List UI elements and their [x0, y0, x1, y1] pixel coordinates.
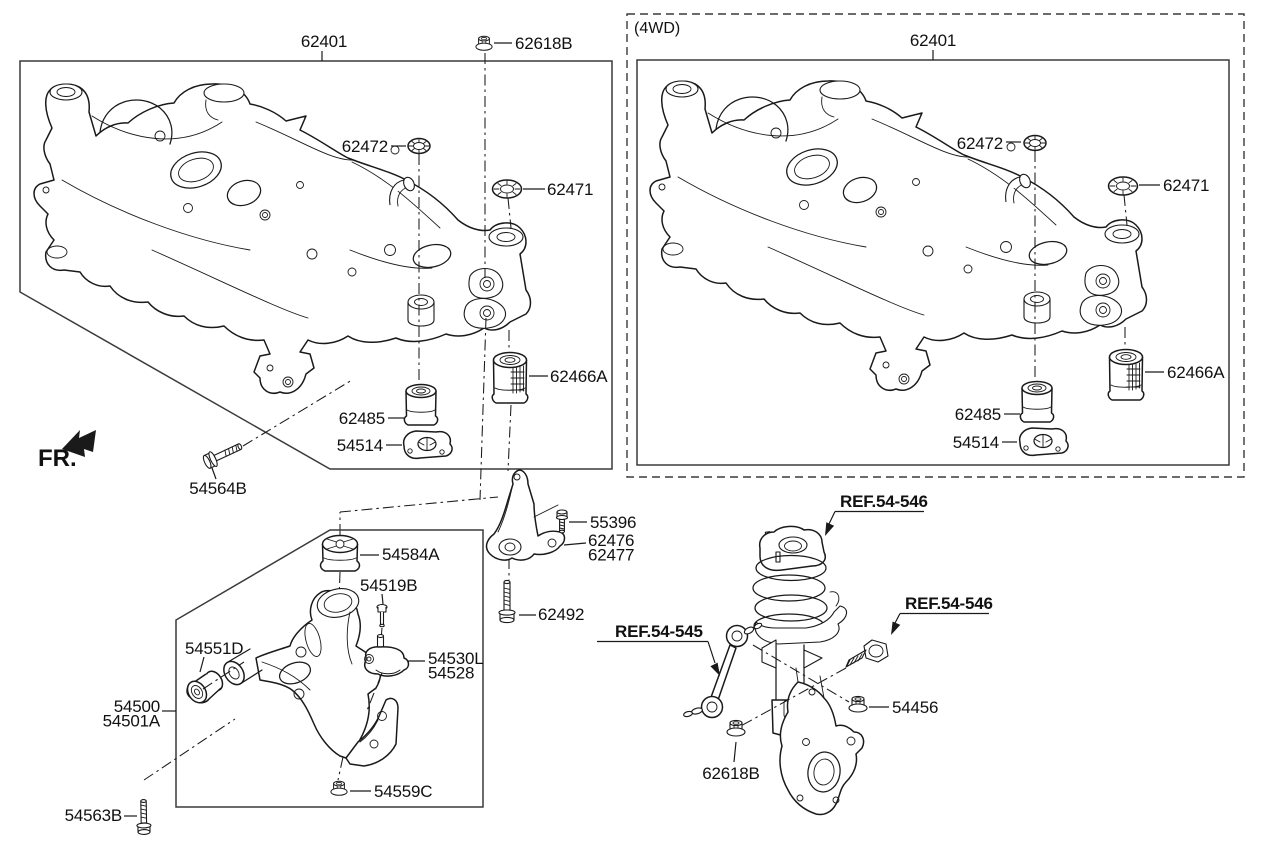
bushing-54584a-icon [319, 534, 361, 572]
label-62477: 62477 [588, 546, 634, 565]
label-55396: 55396 [590, 513, 636, 532]
label-62618b-top: 62618B [515, 34, 572, 53]
bolt-54563b-icon [136, 799, 152, 835]
fr-label: FR. [38, 445, 77, 472]
variant-4wd-tag: (4WD) [634, 20, 680, 37]
label-54500: 54500 [114, 697, 160, 716]
ref-label-stabilizer-link: REF.54-545 [615, 622, 703, 641]
strut-assembly [752, 525, 848, 738]
label-62466a-right: 62466A [1167, 363, 1225, 382]
label-54563b: 54563B [65, 806, 122, 825]
ball-joint-54530l-icon [364, 633, 410, 677]
label-54551d: 54551D [185, 639, 243, 658]
ref-label-strut-bolt: REF.54-546 [905, 594, 993, 613]
label-62472-left: 62472 [342, 137, 388, 156]
label-62485-left: 62485 [339, 409, 385, 428]
lower-control-arm [223, 588, 399, 767]
nut-62618b-top-icon [475, 35, 493, 51]
left-panel-frame [19, 60, 613, 470]
rear-roll-stopper-bracket-group: 55396 62476 62477 62492 [339, 469, 636, 624]
label-62492: 62492 [538, 605, 584, 624]
bolt-62492-icon [498, 579, 516, 624]
bracket-62476-icon [485, 469, 566, 561]
ref-stabilizer-link: REF.54-545 [597, 622, 720, 676]
label-54456: 54456 [892, 698, 938, 717]
label-62618b-lower: 62618B [702, 764, 759, 783]
right-panel-4wd: (4WD) 62401 62472 62471 62466A 62485 545… [626, 13, 1245, 478]
strut-knuckle-group: 54456 62618B REF.54-546 REF.54-546 REF.5… [597, 492, 993, 816]
bolt-54563b-group: 54563B [65, 718, 236, 835]
label-62471-right: 62471 [1163, 176, 1209, 195]
ref-strut-bolt: REF.54-546 [891, 594, 993, 635]
label-62471-left: 62471 [547, 180, 593, 199]
crossmember-assembly-right [649, 80, 1148, 457]
bolt-ref-54-546-icon [845, 639, 889, 668]
label-54528: 54528 [428, 664, 474, 683]
label-54501a: 54501A [103, 712, 161, 731]
label-54559c: 54559C [374, 782, 432, 801]
label-62466a-left: 62466A [550, 367, 608, 386]
label-54584a: 54584A [382, 545, 440, 564]
nut-54456-icon [848, 695, 868, 713]
label-54514-right: 54514 [953, 433, 999, 452]
label-54530l: 54530L [428, 649, 484, 668]
stabilizer-link [683, 622, 763, 719]
right-panel-dashed-frame [626, 13, 1245, 478]
lower-arm-frame [175, 529, 484, 808]
label-54514-left: 54514 [337, 436, 383, 455]
bolt-55396-icon [555, 509, 569, 534]
left-panel: 62401 62618B 62472 62471 62466A 62485 54… [19, 32, 613, 580]
steering-knuckle [779, 667, 865, 816]
label-62476: 62476 [588, 531, 634, 550]
pin-bolt-54519b-icon [376, 603, 388, 628]
ref-label-strut-mount: REF.54-546 [840, 492, 928, 511]
label-62401-left: 62401 [301, 32, 347, 51]
label-54519b: 54519B [360, 576, 417, 595]
label-62401-right: 62401 [910, 31, 956, 50]
nut-54559c-icon [330, 780, 348, 796]
lower-arm-box: 54584A 54519B [103, 529, 484, 808]
ref-strut-mount: REF.54-546 [825, 492, 928, 536]
label-54564b: 54564B [189, 479, 246, 498]
fr-arrow-icon [62, 430, 96, 457]
crossmember-assembly-left [33, 83, 532, 460]
label-62472-right: 62472 [957, 134, 1003, 153]
nut-62618b-lower-icon [726, 719, 746, 737]
bolt-54564b-icon [202, 443, 243, 469]
label-62485-right: 62485 [955, 405, 1001, 424]
